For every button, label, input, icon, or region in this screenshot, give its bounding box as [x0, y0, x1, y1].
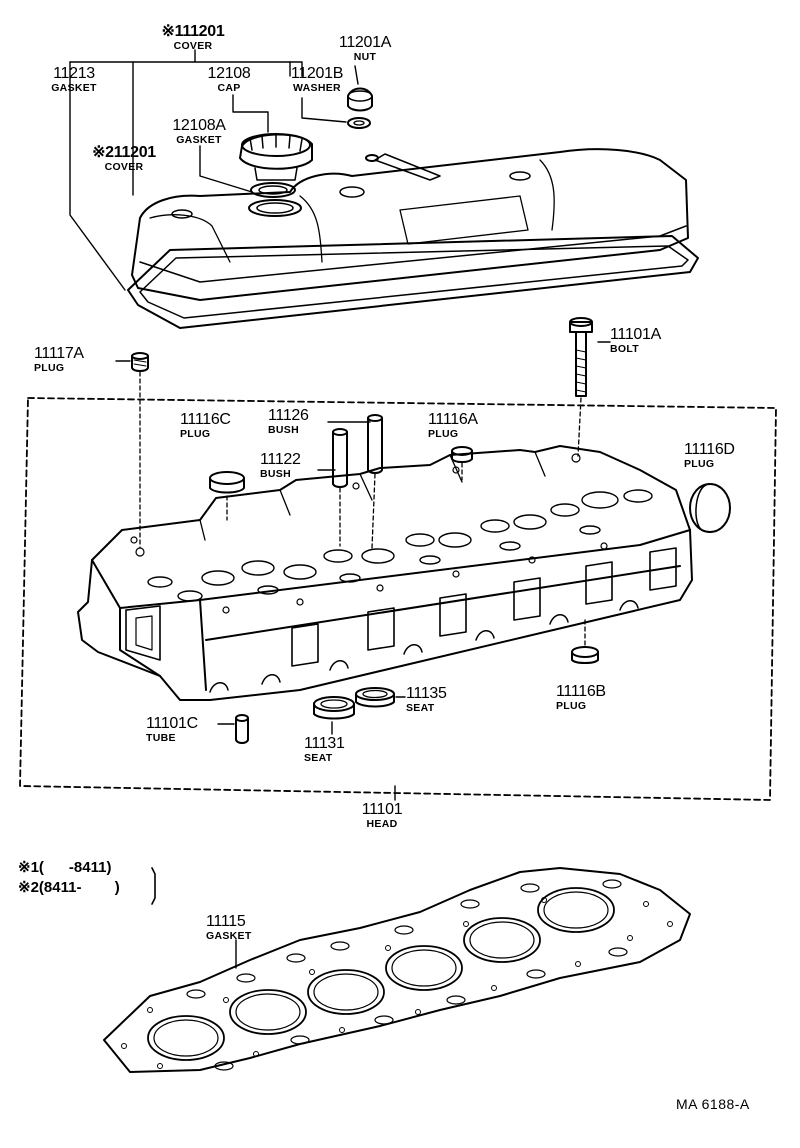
part-name: PLUG	[428, 428, 459, 440]
part-number: ※211201	[92, 144, 156, 161]
label-nut-11201a: 11201A NUT	[328, 35, 402, 63]
part-number: 12108A	[172, 117, 226, 134]
part-name: PLUG	[180, 428, 211, 440]
part-number: 11101	[361, 801, 403, 818]
bush-11126-drawing	[367, 414, 383, 474]
plug-11116b-drawing	[571, 646, 599, 664]
part-name: GASKET	[206, 930, 252, 942]
part-number: 11101A	[610, 326, 661, 343]
part-number: 11122	[260, 451, 301, 468]
oil-cap-gasket-drawing	[250, 182, 296, 198]
label-plug-11116a: 11116A PLUG	[428, 412, 504, 440]
label-gasket-12108a: 12108A GASKET	[160, 118, 238, 146]
head-gasket-drawing	[103, 867, 691, 1073]
valve-cover-gasket-drawing	[127, 235, 699, 329]
label-seat-11131: 11131 SEAT	[304, 736, 362, 764]
part-number: 12108	[207, 65, 251, 82]
part-number: 11115	[206, 913, 246, 930]
label-cap-12108: 12108 CAP	[196, 66, 262, 94]
label-seat-11135: 11135 SEAT	[406, 686, 466, 714]
part-name: NUT	[353, 51, 377, 63]
label-gasket-11213: 11213 GASKET	[38, 66, 110, 94]
label-head-11101: 11101 HEAD	[352, 802, 412, 830]
plug-11116c-drawing	[209, 471, 245, 494]
part-number: 11201B	[290, 65, 344, 82]
legend-line-2: ※2(8411- )	[18, 879, 120, 896]
label-plug-11117a: 11117A PLUG	[34, 346, 116, 374]
label-cover-11201-1: ※111201 COVER	[134, 24, 252, 52]
label-washer-11201b: 11201B WASHER	[276, 66, 358, 94]
part-name: PLUG	[684, 458, 715, 470]
leader-lines-cover	[69, 49, 359, 291]
bush-11122-drawing	[332, 428, 348, 488]
part-number: 11116B	[556, 683, 606, 700]
part-name: CAP	[217, 82, 241, 94]
cover-nut-drawing	[347, 87, 373, 112]
head-dashed-guides	[139, 371, 586, 649]
part-number: 11201A	[338, 34, 392, 51]
head-leader-lines	[115, 341, 611, 801]
label-bolt-11101a: 11101A BOLT	[610, 327, 680, 355]
part-number: 11126	[268, 407, 309, 424]
part-number: 11213	[53, 65, 95, 82]
head-assembly-boundary	[19, 397, 777, 801]
legend-line-1: ※1( -8411)	[18, 859, 112, 876]
part-number: 11116D	[684, 441, 735, 458]
part-number: 11116A	[428, 411, 478, 428]
part-name: COVER	[173, 40, 213, 52]
valve-cover-drawing	[131, 148, 689, 301]
plug-11117a-drawing	[131, 352, 149, 372]
part-name: PLUG	[34, 362, 65, 374]
label-plug-11116d: 11116D PLUG	[684, 442, 764, 470]
reference-code: MA 6188-A	[676, 1096, 750, 1112]
part-name: BUSH	[260, 468, 291, 480]
label-plug-11116c: 11116C PLUG	[180, 412, 262, 440]
oil-filler-cap-drawing	[239, 133, 313, 181]
label-tube-11101c: 11101C TUBE	[146, 716, 218, 744]
part-name: WASHER	[293, 82, 341, 94]
cover-washer-drawing	[347, 117, 371, 129]
part-number: 11135	[406, 685, 447, 702]
plug-11116a-drawing	[451, 446, 473, 463]
part-name: BUSH	[268, 424, 299, 436]
bolt-11101a-drawing	[569, 317, 593, 397]
part-name: HEAD	[366, 818, 398, 830]
legend-bracket	[151, 867, 156, 905]
seat-11131-drawing	[313, 696, 355, 720]
label-bush-11126: 11126 BUSH	[268, 408, 330, 436]
cylinder-head-drawing	[77, 445, 693, 701]
date-legend: ※1( -8411) ※2(8411- )	[18, 858, 120, 898]
part-number: 11117A	[34, 345, 84, 362]
part-name: BOLT	[610, 343, 639, 355]
plug-11116d-drawing	[689, 483, 731, 533]
part-name: SEAT	[304, 752, 333, 764]
part-number: 11131	[304, 735, 345, 752]
part-name: TUBE	[146, 732, 176, 744]
part-name: GASKET	[176, 134, 222, 146]
tube-11101c-drawing	[235, 714, 249, 744]
label-gasket-11115: 11115 GASKET	[206, 914, 272, 942]
part-name: COVER	[104, 161, 144, 173]
part-number: 11116C	[180, 411, 231, 428]
label-cover-11201-2: ※211201 COVER	[72, 145, 176, 173]
part-name: GASKET	[51, 82, 97, 94]
label-plug-11116b: 11116B PLUG	[556, 684, 634, 712]
part-name: PLUG	[556, 700, 587, 712]
part-number: 11101C	[146, 715, 198, 732]
part-number: ※111201	[161, 23, 225, 40]
seat-11135-drawing	[355, 687, 395, 708]
label-bush-11122: 11122 BUSH	[260, 452, 320, 480]
part-name: SEAT	[406, 702, 435, 714]
